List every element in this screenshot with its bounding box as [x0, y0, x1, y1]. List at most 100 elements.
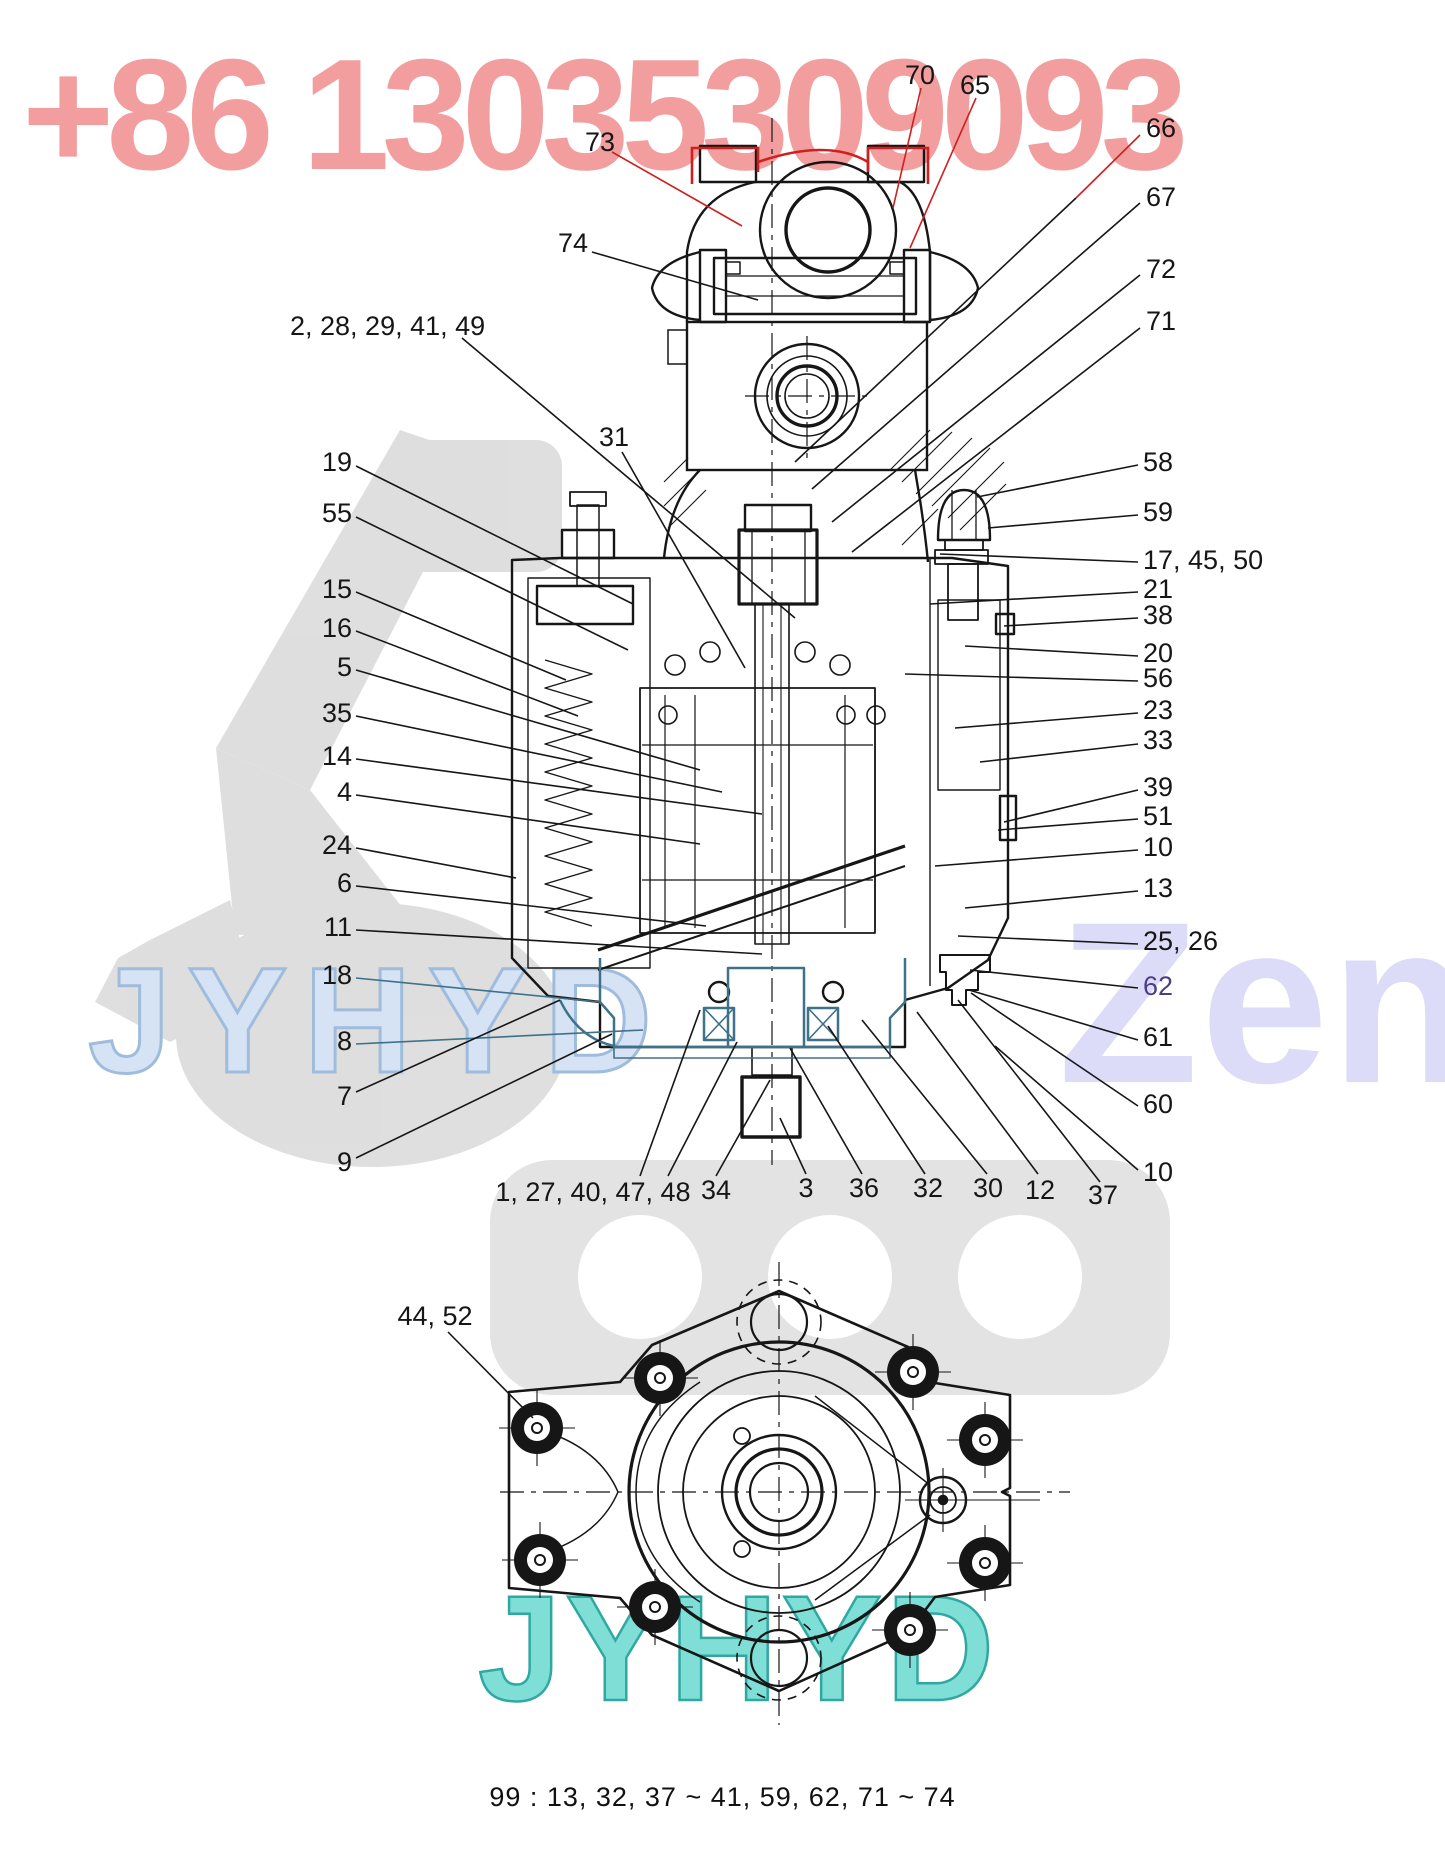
leader-line	[591, 251, 759, 301]
leader-line	[970, 992, 1139, 1107]
leader-line	[916, 1011, 1039, 1175]
leader-line	[355, 516, 629, 651]
leader-line	[1075, 134, 1141, 199]
part-label: 10	[1143, 1157, 1173, 1187]
part-label: 33	[1143, 725, 1173, 755]
part-label: 34	[701, 1175, 731, 1205]
part-label: 7	[337, 1081, 352, 1111]
part-label: 24	[322, 830, 352, 860]
port-block	[667, 320, 929, 472]
leader-line	[447, 1331, 534, 1419]
leader-line	[355, 929, 763, 955]
watermark-brand-bottom: JYHYD	[478, 1564, 998, 1732]
leader-line	[355, 1029, 644, 1045]
leader-line	[355, 758, 763, 815]
leader-line	[968, 989, 1139, 1041]
flange-bolt	[617, 1569, 693, 1645]
part-label: 2, 28, 29, 41, 49	[290, 311, 485, 341]
part-label: 10	[1143, 832, 1173, 862]
leader-line	[794, 197, 1077, 463]
leader-line	[851, 327, 1141, 553]
part-label: 51	[1143, 801, 1173, 831]
leader-line	[355, 630, 579, 717]
part-label: 37	[1088, 1180, 1118, 1210]
leader-lines	[355, 87, 1141, 1419]
leader-line	[355, 794, 701, 845]
part-label: 31	[599, 422, 629, 452]
leader-line	[934, 849, 1139, 867]
part-label: 61	[1143, 1022, 1173, 1052]
leader-line	[929, 591, 1139, 605]
leader-line	[827, 1025, 926, 1175]
part-label: 60	[1143, 1089, 1173, 1119]
leader-line	[639, 1009, 701, 1177]
part-label: 5	[337, 652, 352, 682]
part-label: 18	[322, 960, 352, 990]
leader-line	[779, 1117, 807, 1175]
bottom-cover-teal	[558, 958, 907, 1059]
part-label: 66	[1146, 113, 1176, 143]
leader-line	[355, 465, 634, 605]
leader-line	[355, 1033, 613, 1159]
centerlines	[500, 118, 1070, 1725]
flange-bolt	[875, 1334, 951, 1410]
leader-line	[969, 969, 1139, 989]
part-label: 38	[1143, 600, 1173, 630]
watermark-gasket-shape	[490, 1160, 1170, 1395]
part-label: 21	[1143, 574, 1173, 604]
part-label: 9	[337, 1147, 352, 1177]
part-label: 65	[960, 70, 990, 100]
leader-line	[461, 337, 796, 619]
part-label: 59	[1143, 497, 1173, 527]
part-label: 4	[337, 777, 352, 807]
leader-line	[1003, 789, 1139, 823]
leader-line	[954, 712, 1139, 729]
leader-line	[892, 87, 922, 209]
leader-line	[355, 591, 567, 681]
flange-bolt	[947, 1402, 1023, 1478]
red-highlight-edges	[690, 146, 930, 184]
part-label: 73	[585, 127, 615, 157]
part-label: 74	[558, 228, 588, 258]
part-label: 14	[322, 741, 352, 771]
leader-line	[355, 999, 561, 1093]
part-label: 19	[322, 447, 352, 477]
flange-bolt	[622, 1340, 698, 1416]
part-label: 1, 27, 40, 47, 48	[495, 1177, 690, 1207]
leader-line	[355, 669, 701, 771]
part-label: 36	[849, 1173, 879, 1203]
part-label: 56	[1143, 663, 1173, 693]
part-label: 11	[324, 912, 352, 942]
leader-line	[789, 1047, 863, 1175]
part-label: 55	[322, 498, 352, 528]
part-label: 67	[1146, 182, 1176, 212]
part-label: 17, 45, 50	[1143, 545, 1263, 575]
leader-line	[994, 1045, 1139, 1171]
part-label: 72	[1146, 254, 1176, 284]
leader-line	[355, 885, 707, 927]
part-label: 25, 26	[1143, 926, 1218, 956]
part-label: 62	[1143, 971, 1173, 1001]
leader-line	[831, 274, 1141, 523]
leader-line	[811, 202, 1141, 490]
leader-line	[957, 999, 1101, 1183]
flange-bolt	[502, 1522, 578, 1598]
flange-bolt	[499, 1390, 575, 1466]
leader-line	[976, 464, 1139, 498]
reference-note: 99 : 13, 32, 37 ~ 41, 59, 62, 71 ~ 74	[489, 1782, 956, 1812]
flange-bolt	[872, 1592, 948, 1668]
part-label: 58	[1143, 447, 1173, 477]
part-label: 3	[798, 1173, 813, 1203]
leader-line	[964, 890, 1139, 909]
part-label: 44, 52	[397, 1301, 472, 1331]
part-label: 20	[1143, 638, 1173, 668]
part-label: 71	[1146, 306, 1176, 336]
leader-line	[904, 673, 1139, 682]
leader-line	[1003, 617, 1139, 627]
part-label: 30	[973, 1173, 1003, 1203]
leader-line	[621, 451, 746, 669]
leader-line	[909, 97, 977, 249]
leader-line	[355, 847, 517, 879]
